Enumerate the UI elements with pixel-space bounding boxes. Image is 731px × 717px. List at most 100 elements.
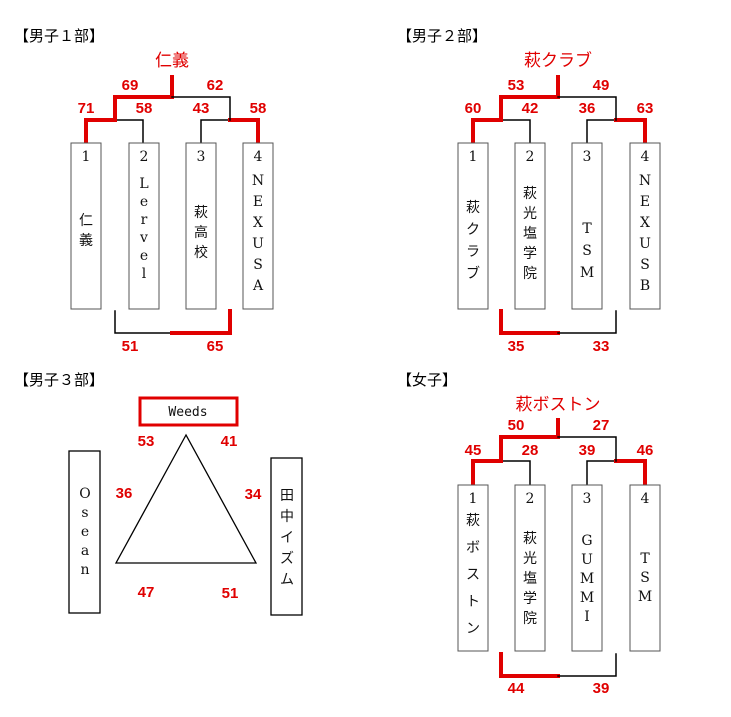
score: 62 [207, 77, 224, 94]
team-box-left [68, 450, 101, 614]
team-number: 2 [140, 149, 149, 165]
team-box-3 [571, 484, 603, 652]
score: 47 [138, 584, 155, 601]
score: 69 [122, 77, 139, 94]
score: 53 [138, 433, 155, 450]
loss-line-final [557, 436, 617, 462]
team-number: 1 [469, 149, 478, 165]
team-box-3 [571, 142, 603, 310]
score: 36 [579, 100, 596, 117]
score: 33 [593, 338, 610, 355]
score: 35 [508, 338, 525, 355]
section-title: 【男子２部】 [397, 27, 487, 45]
team-number: 4 [641, 149, 650, 165]
team-name: Weeds [168, 405, 207, 420]
score: 42 [522, 100, 539, 117]
score: 39 [579, 442, 596, 459]
round-robin-triangle [114, 433, 258, 564]
loss-line-third [557, 653, 617, 677]
team-box-1 [457, 142, 489, 310]
score: 58 [250, 100, 267, 117]
team-name: 萩クラブ [466, 200, 480, 282]
score: 36 [116, 485, 133, 502]
team-box-4 [242, 142, 274, 310]
win-line-final [499, 75, 560, 122]
win-line-third [499, 309, 560, 335]
section-title: 【女子】 [397, 371, 457, 389]
loss-line-final [171, 96, 231, 121]
team-box-2 [514, 484, 546, 652]
score: 49 [593, 77, 610, 94]
loss-line-sf1 [114, 119, 144, 143]
team-box-4 [629, 142, 661, 310]
win-line-sf1 [471, 459, 503, 486]
team-number: 3 [197, 149, 206, 165]
win-line-final [113, 75, 174, 122]
loss-line-sf2 [200, 119, 231, 143]
win-line-sf2 [614, 118, 647, 144]
score: 27 [593, 417, 610, 434]
team-number: 1 [82, 149, 91, 165]
section-title: 【男子１部】 [14, 27, 104, 45]
score: 39 [593, 680, 610, 697]
score: 51 [222, 585, 239, 602]
team-name: 萩高校 [194, 205, 208, 261]
team-number: 3 [583, 491, 592, 507]
team-box-top [138, 396, 239, 427]
section-title: 【男子３部】 [14, 371, 104, 389]
score: 44 [508, 680, 525, 697]
loss-line-sf1 [500, 460, 531, 485]
win-line-third [499, 652, 560, 678]
team-number: 4 [641, 491, 650, 507]
score: 63 [637, 100, 654, 117]
team-name: 萩ボストン [466, 513, 480, 637]
team-box-1 [70, 142, 102, 310]
team-name: 萩光塩学院 [523, 186, 537, 282]
score: 46 [637, 442, 654, 459]
win-line-third [170, 309, 232, 335]
loss-line-sf2 [586, 460, 617, 485]
bracket-lines [84, 75, 260, 335]
team-number: 1 [469, 491, 478, 507]
score: 60 [465, 100, 482, 117]
champion-label: 仁義 [155, 51, 189, 71]
score: 58 [136, 100, 153, 117]
score: 50 [508, 417, 525, 434]
team-name: 田中イズム [280, 488, 294, 588]
score: 53 [508, 77, 525, 94]
score: 28 [522, 442, 539, 459]
loss-line-sf1 [500, 119, 531, 143]
bracket-lines [471, 418, 647, 678]
win-line-sf1 [471, 118, 503, 144]
champion-label: 萩ボストン [516, 395, 601, 415]
score: 45 [465, 442, 482, 459]
loss-line-third [114, 310, 173, 334]
score: 34 [245, 486, 262, 503]
team-number: 3 [583, 149, 592, 165]
score: 43 [193, 100, 210, 117]
loss-line-third [557, 310, 617, 334]
team-name: 仁義 [79, 213, 93, 249]
score: 41 [221, 433, 238, 450]
bracket-lines [471, 75, 647, 335]
team-name: 萩光塩学院 [523, 531, 537, 627]
win-line-sf2 [614, 459, 647, 486]
team-box-right [270, 457, 303, 616]
loss-line-sf2 [586, 119, 617, 143]
champion-label: 萩クラブ [524, 50, 592, 71]
score: 65 [207, 338, 224, 355]
win-line-sf1 [84, 118, 117, 144]
win-line-sf2 [228, 118, 260, 144]
team-box-2 [128, 142, 160, 310]
score: 71 [78, 100, 95, 117]
